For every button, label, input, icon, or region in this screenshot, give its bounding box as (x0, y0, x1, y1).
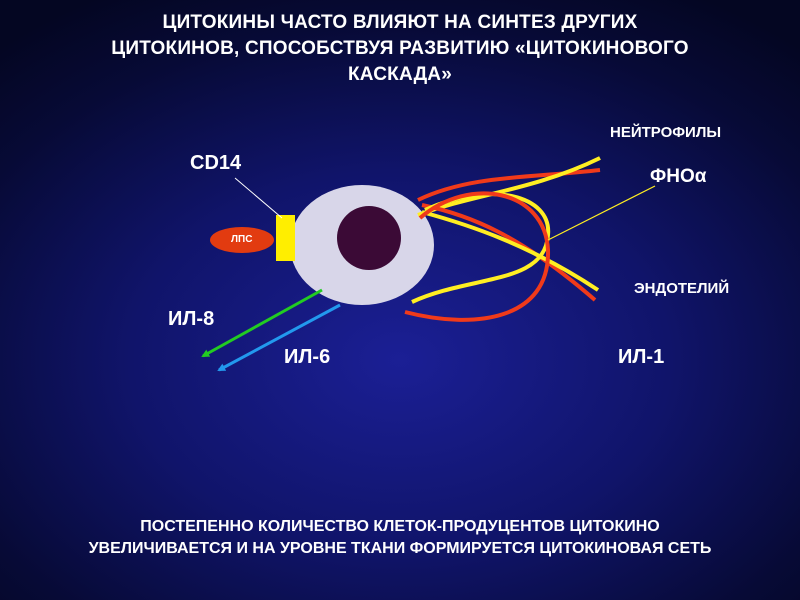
footer-line-1: ПОСТЕПЕННО КОЛИЧЕСТВО КЛЕТОК-ПРОДУЦЕНТОВ… (140, 518, 660, 535)
fiber-red-cross (421, 203, 597, 302)
il6-label: ИЛ-6 (284, 346, 331, 368)
cd14-label: CD14 (190, 152, 242, 174)
fiber-yellow-cross (421, 210, 600, 292)
fiber-red-upper (417, 168, 601, 202)
fiber-yellow-upper (417, 156, 601, 217)
il8-label: ИЛ-8 (168, 308, 215, 330)
il6-arrow (217, 303, 341, 372)
slide-footer: ПОСТЕПЕННО КОЛИЧЕСТВО КЛЕТОК-ПРОДУЦЕНТОВ… (10, 516, 790, 560)
il8-arrow (201, 288, 323, 358)
lps-molecule (210, 227, 274, 253)
il1-label: ИЛ-1 (618, 346, 665, 368)
tnf-label: ФНОα (650, 166, 707, 187)
cell-nucleus (337, 206, 401, 270)
endothelium-label: ЭНДОТЕЛИЙ (634, 280, 730, 297)
footer-line-2: УВЕЛИЧИВАЕТСЯ И НА УРОВНЕ ТКАНИ ФОРМИРУЕ… (88, 540, 712, 557)
cd14-receptor (276, 215, 295, 261)
tnf-pointer-line (547, 185, 656, 241)
title-line-1: ЦИТОКИНЫ ЧАСТО ВЛИЯЮТ НА СИНТЕЗ ДРУГИХ (162, 12, 638, 33)
title-line-3: КАСКАДА» (347, 64, 452, 85)
slide-title: ЦИТОКИНЫ ЧАСТО ВЛИЯЮТ НА СИНТЕЗ ДРУГИХ Ц… (40, 10, 760, 88)
lps-label: ЛПС (231, 234, 253, 245)
fiber-red-loop (404, 191, 551, 322)
cd14-pointer-line (234, 177, 283, 219)
neutrophils-label: НЕЙТРОФИЛЫ (610, 124, 722, 141)
title-line-2: ЦИТОКИНОВ, СПОСОБСТВУЯ РАЗВИТИЮ «ЦИТОКИН… (111, 38, 689, 59)
